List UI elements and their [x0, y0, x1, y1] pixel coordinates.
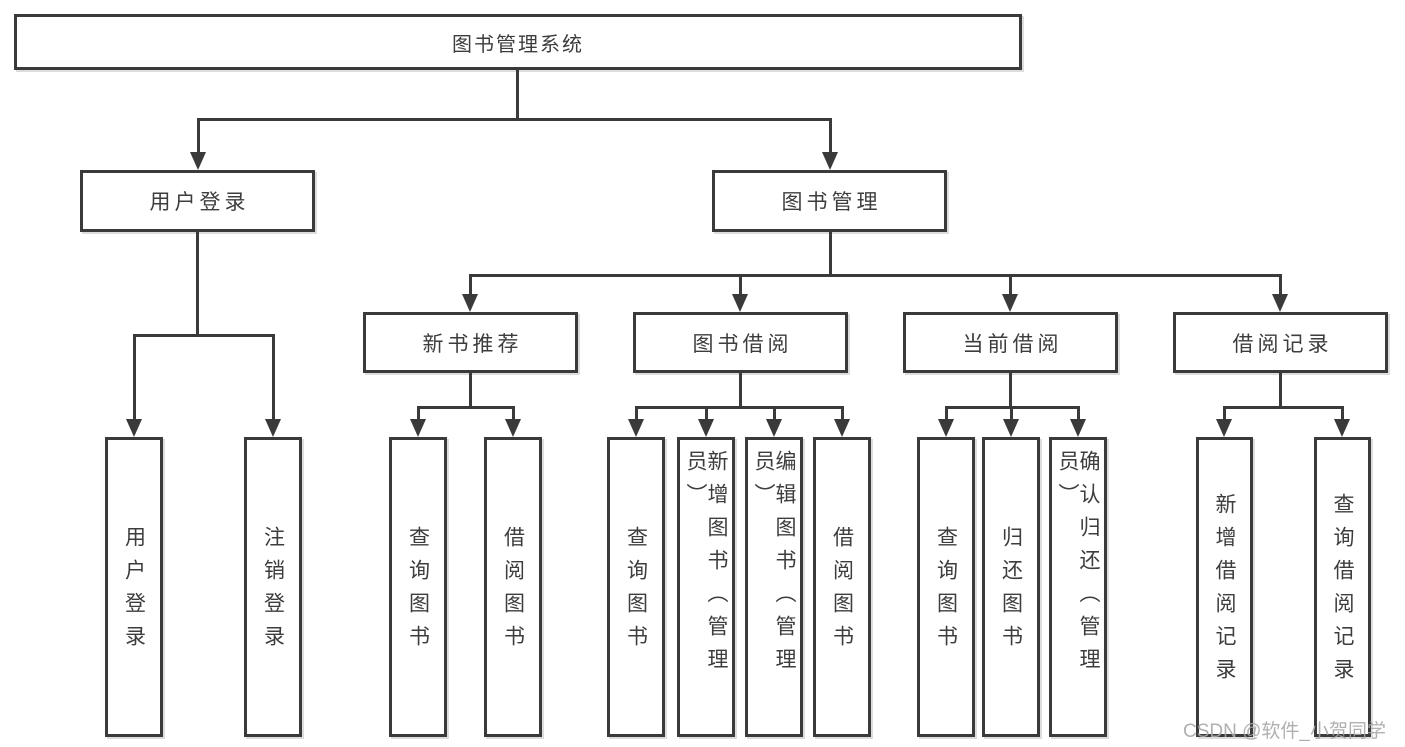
connector-line	[705, 406, 708, 419]
arrowhead-icon	[834, 419, 850, 437]
connector-line	[1279, 274, 1282, 294]
node-book-borrowing: 图书借阅	[633, 312, 848, 373]
connector-line	[739, 274, 742, 294]
arrowhead-icon	[190, 152, 206, 170]
leaf-return-book: 归还图书	[982, 437, 1040, 737]
node-user-login: 用户登录	[80, 170, 315, 232]
connector-line	[1009, 373, 1012, 408]
node-library-management-system: 图书管理系统	[14, 14, 1022, 70]
connector-line	[196, 232, 199, 336]
arrowhead-icon	[126, 419, 142, 437]
connector-line	[197, 118, 200, 152]
leaf-confirm-return-admin: 确认归还（管理员）	[1049, 437, 1107, 737]
connector-line	[133, 334, 274, 337]
connector-line	[469, 274, 472, 294]
connector-line	[516, 70, 519, 120]
connector-line	[272, 334, 275, 419]
arrowhead-icon	[938, 419, 954, 437]
leaf-query-books-borrowing: 查询图书	[607, 437, 665, 737]
arrowhead-icon	[1070, 419, 1086, 437]
leaf-logout: 注销登录	[244, 437, 302, 737]
connector-line	[945, 406, 948, 419]
connector-line	[417, 406, 420, 419]
arrowhead-icon	[822, 152, 838, 170]
connector-line	[1279, 373, 1282, 408]
connector-line	[1009, 274, 1012, 294]
arrowhead-icon	[462, 294, 478, 312]
connector-line	[841, 406, 844, 419]
connector-line	[469, 373, 472, 408]
arrowhead-icon	[628, 419, 644, 437]
arrowhead-icon	[1216, 419, 1232, 437]
leaf-edit-book-admin: 编辑图书（管理员）	[745, 437, 803, 737]
node-new-book-recommendation: 新书推荐	[363, 312, 578, 373]
arrowhead-icon	[1272, 294, 1288, 312]
connector-line	[829, 118, 832, 152]
arrowhead-icon	[1002, 294, 1018, 312]
leaf-query-books-recommend: 查询图书	[389, 437, 447, 737]
arrowhead-icon	[1003, 419, 1019, 437]
arrowhead-icon	[766, 419, 782, 437]
arrowhead-icon	[505, 419, 521, 437]
connector-line	[1223, 406, 1344, 409]
connector-line	[417, 406, 515, 409]
connector-line	[197, 118, 832, 121]
connector-line	[133, 334, 136, 419]
connector-line	[512, 406, 515, 419]
connector-line	[469, 274, 1281, 277]
node-borrowing-records: 借阅记录	[1173, 312, 1388, 373]
connector-line	[635, 406, 638, 419]
connector-line	[739, 373, 742, 408]
leaf-borrow-books-recommend: 借阅图书	[484, 437, 542, 737]
arrowhead-icon	[410, 419, 426, 437]
connector-line	[635, 406, 843, 409]
node-current-borrowing: 当前借阅	[903, 312, 1118, 373]
connector-line	[773, 406, 776, 419]
arrowhead-icon	[1334, 419, 1350, 437]
connector-line	[1077, 406, 1080, 419]
arrowhead-icon	[265, 419, 281, 437]
leaf-query-books-current: 查询图书	[917, 437, 975, 737]
leaf-add-borrow-record: 新增借阅记录	[1196, 437, 1253, 737]
leaf-query-borrow-record: 查询借阅记录	[1314, 437, 1371, 737]
connector-line	[1010, 406, 1013, 419]
leaf-user-login: 用户登录	[105, 437, 163, 737]
connector-line	[1341, 406, 1344, 419]
leaf-borrow-books-borrowing: 借阅图书	[813, 437, 871, 737]
arrowhead-icon	[732, 294, 748, 312]
leaf-add-book-admin: 新增图书（管理员）	[677, 437, 735, 737]
connector-line	[1223, 406, 1226, 419]
connector-line	[829, 232, 832, 276]
arrowhead-icon	[698, 419, 714, 437]
node-book-management: 图书管理	[712, 170, 947, 232]
